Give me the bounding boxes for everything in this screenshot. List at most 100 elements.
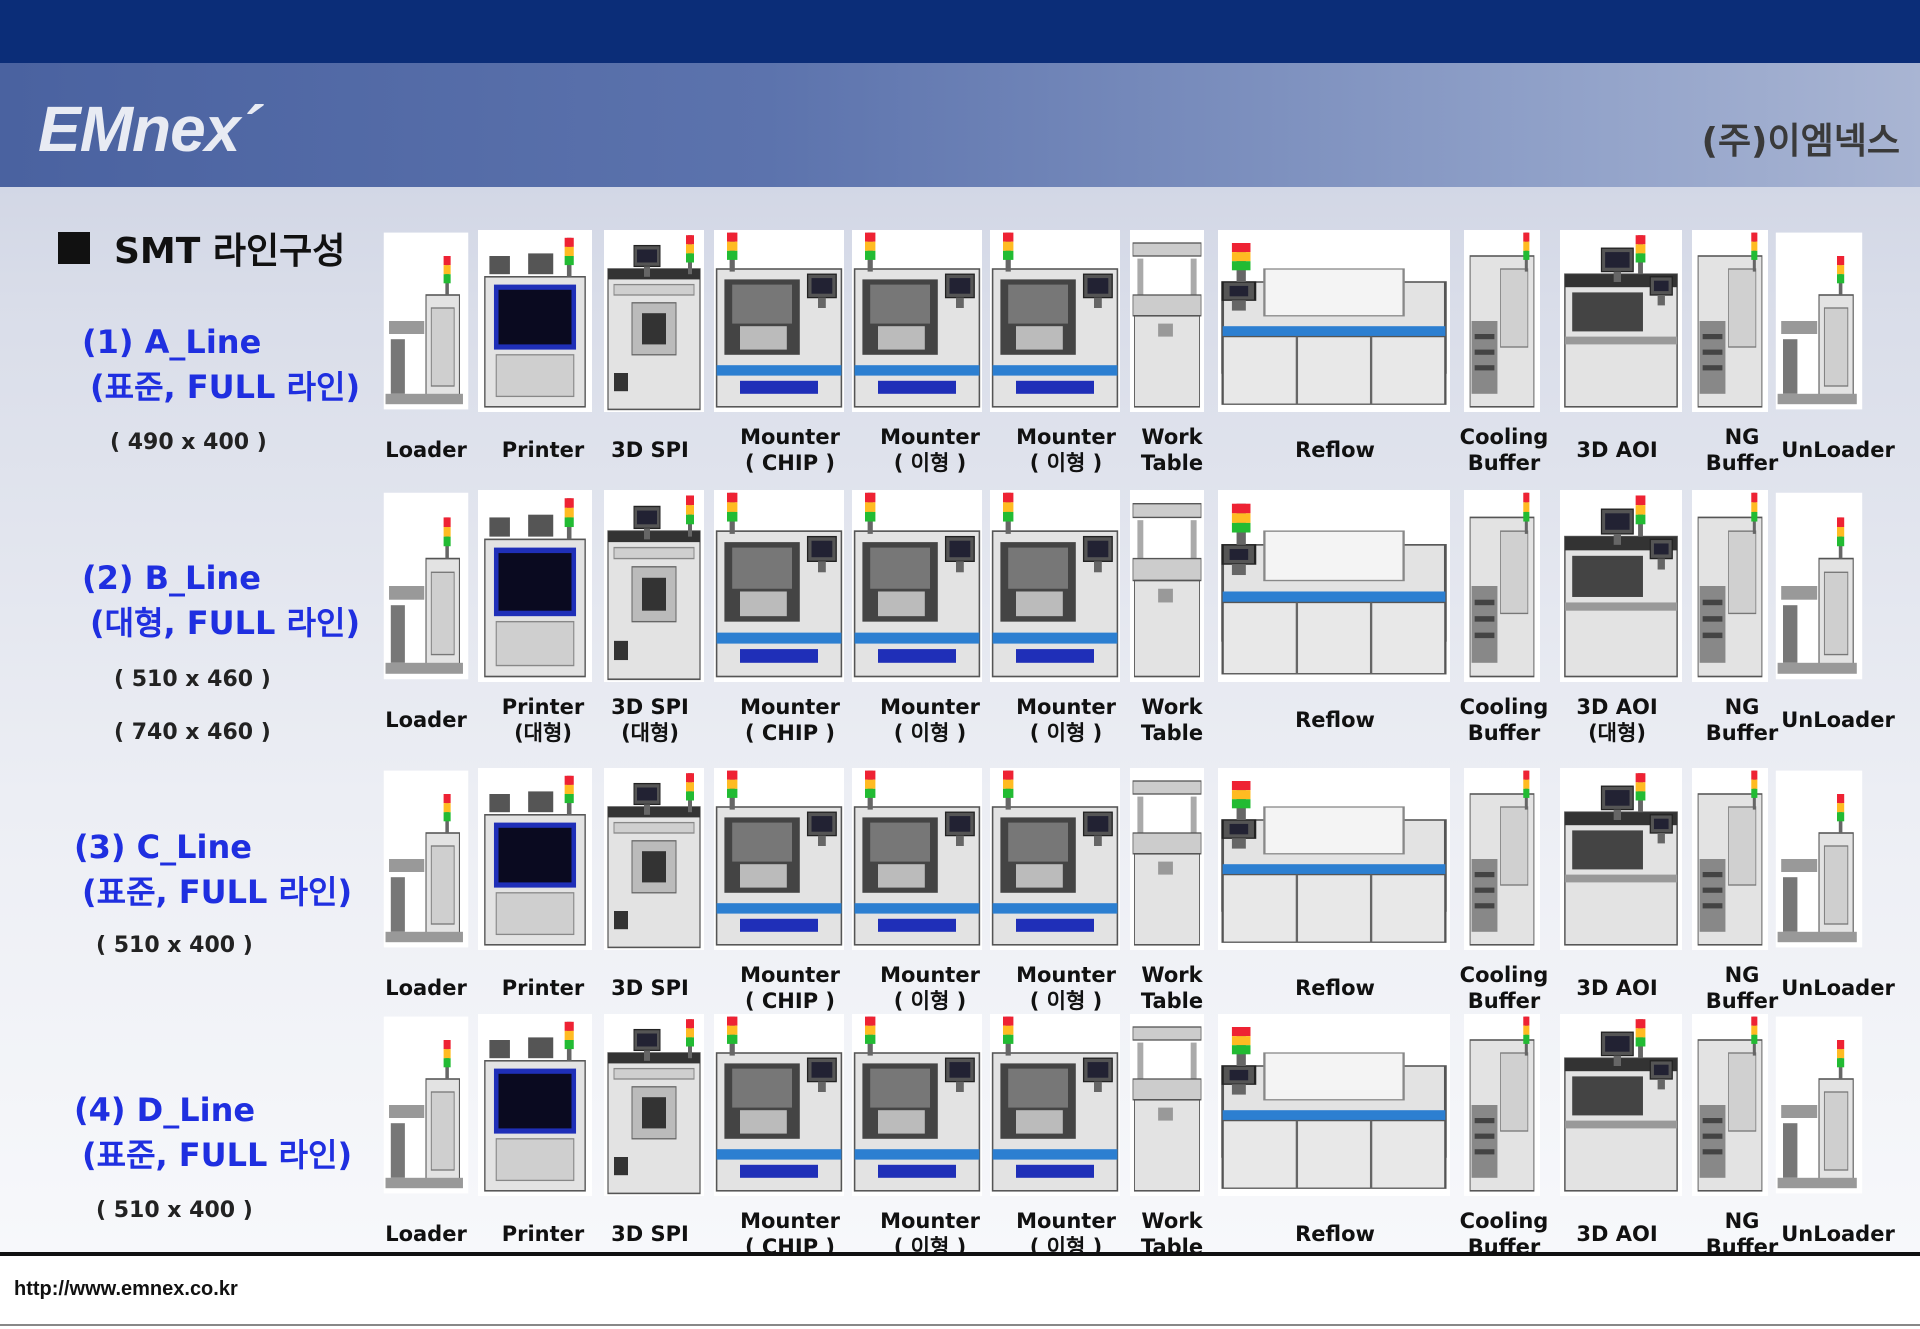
machine-label: Loader [385, 1222, 467, 1246]
line-c-size: ( 510 x 400 ) [96, 933, 253, 958]
machine-label: UnLoader [1781, 708, 1895, 732]
machine-label: Mounter ( CHIP ) [740, 963, 840, 1013]
top-bar [0, 0, 1920, 63]
machine-label: Work Table [1140, 695, 1204, 745]
mounter-icon [714, 490, 844, 682]
line-a-title: (1) A_Line (표준, FULL 라인) [82, 320, 360, 410]
loader-icon [382, 490, 470, 682]
mounter-icon [990, 230, 1120, 412]
line-b-title: (2) B_Line (대형, FULL 라인) [82, 556, 360, 646]
line-d-title: (4) D_Line (표준, FULL 라인) [74, 1088, 352, 1178]
header-banner [0, 63, 1920, 187]
emnex-logo: EMnex´ [38, 93, 261, 165]
loader-icon [382, 768, 470, 950]
machine-label: Reflow [1295, 438, 1375, 462]
machine-label: Work Table [1140, 425, 1204, 475]
ng-buffer-icon [1692, 230, 1768, 412]
company-name: (주)이엠넥스 [1701, 121, 1900, 162]
machine-label: Mounter ( 이형 ) [880, 695, 980, 745]
reflow-icon [1218, 490, 1450, 682]
machine-label: Printer [501, 1222, 585, 1246]
line-subtitle-text: (표준, FULL 라인) [82, 873, 353, 911]
spi-icon [604, 1014, 704, 1196]
machine-label: 3D SPI [611, 1222, 689, 1246]
aoi-icon [1560, 768, 1682, 950]
unloader-icon [1774, 490, 1864, 682]
footer-bottom-line [0, 1324, 1920, 1326]
machine-label: NG Buffer [1705, 695, 1779, 745]
aoi-icon [1560, 490, 1682, 682]
mounter-icon [990, 768, 1120, 950]
ng-buffer-icon [1692, 768, 1768, 950]
mounter-icon [714, 1014, 844, 1196]
reflow-icon [1218, 230, 1450, 412]
cooling-buffer-icon [1464, 1014, 1540, 1196]
cooling-buffer-icon [1464, 768, 1540, 950]
line-d-size: ( 510 x 400 ) [96, 1198, 253, 1223]
work-table-icon [1130, 1014, 1204, 1196]
loader-icon [382, 230, 470, 412]
mounter-icon [852, 490, 982, 682]
cooling-buffer-icon [1464, 230, 1540, 412]
mounter-icon [852, 768, 982, 950]
reflow-icon [1218, 1014, 1450, 1196]
line-title-text: (2) B_Line [82, 559, 261, 597]
machine-label: Loader [385, 976, 467, 1000]
machine-label: 3D AOI [1576, 1222, 1658, 1246]
mounter-icon [852, 1014, 982, 1196]
reflow-icon [1218, 768, 1450, 950]
aoi-icon [1560, 1014, 1682, 1196]
machine-label: 3D AOI [1576, 976, 1658, 1000]
line-subtitle-text: (대형, FULL 라인) [90, 604, 361, 642]
footer-url[interactable]: http://www.emnex.co.kr [14, 1278, 238, 1300]
machine-label: NG Buffer [1705, 425, 1779, 475]
machine-label: UnLoader [1781, 1222, 1895, 1246]
footer [0, 1256, 1920, 1329]
line-b-size-2: ( 740 x 460 ) [114, 720, 271, 745]
machine-label: Mounter ( CHIP ) [740, 695, 840, 745]
footer-divider [0, 1252, 1920, 1256]
line-b-size-1: ( 510 x 460 ) [114, 667, 271, 692]
printer-icon [478, 230, 592, 412]
machine-label: Cooling Buffer [1459, 425, 1549, 475]
machine-label: Reflow [1295, 976, 1375, 1000]
work-table-icon [1130, 490, 1204, 682]
machine-label: UnLoader [1781, 438, 1895, 462]
machine-label: Mounter ( 이형 ) [880, 425, 980, 475]
printer-icon [478, 768, 592, 950]
machine-label: NG Buffer [1705, 963, 1779, 1013]
machine-label: Mounter ( 이형 ) [880, 963, 980, 1013]
spi-icon [604, 768, 704, 950]
work-table-icon [1130, 230, 1204, 412]
machine-label: Reflow [1295, 1222, 1375, 1246]
unloader-icon [1774, 230, 1864, 412]
ng-buffer-icon [1692, 1014, 1768, 1196]
mounter-icon [714, 768, 844, 950]
machine-label: 3D AOI [1576, 438, 1658, 462]
work-table-icon [1130, 768, 1204, 950]
spi-icon [604, 490, 704, 682]
machine-label: Mounter ( CHIP ) [740, 425, 840, 475]
mounter-icon [990, 490, 1120, 682]
cooling-buffer-icon [1464, 490, 1540, 682]
machine-label: Printer [501, 976, 585, 1000]
machine-label: 3D SPI (대형) [611, 695, 689, 745]
machine-label: Loader [385, 438, 467, 462]
machine-label: Mounter ( 이형 ) [1016, 963, 1116, 1013]
line-title-text: (1) A_Line [82, 323, 262, 361]
machine-label: Cooling Buffer [1459, 695, 1549, 745]
ng-buffer-icon [1692, 490, 1768, 682]
mounter-icon [714, 230, 844, 412]
line-c-title: (3) C_Line (표준, FULL 라인) [74, 825, 352, 915]
mounter-icon [990, 1014, 1120, 1196]
line-title-text: (4) D_Line [74, 1091, 256, 1129]
mounter-icon [852, 230, 982, 412]
line-subtitle-text: (표준, FULL 라인) [82, 1136, 353, 1174]
loader-icon [382, 1014, 470, 1196]
section-title: SMT 라인구성 [58, 222, 345, 274]
unloader-icon [1774, 1014, 1864, 1196]
machine-label: Mounter ( 이형 ) [1016, 425, 1116, 475]
square-bullet-icon [58, 232, 90, 264]
machine-label: Work Table [1140, 963, 1204, 1013]
printer-icon [478, 1014, 592, 1196]
